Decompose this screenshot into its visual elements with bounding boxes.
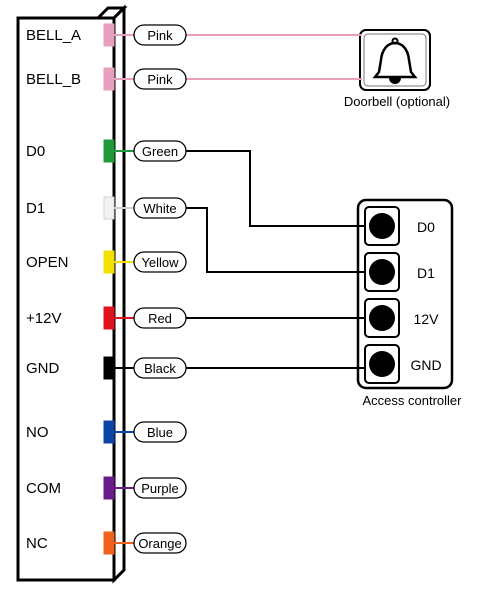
terminal-row-com: COM Purple [26,476,187,500]
wire-color-badge [133,532,187,554]
wire-color-badge [133,24,187,46]
wire-pin-yellow [103,250,115,274]
wire-color-label: Red [148,311,172,326]
terminal-row-12v: +12V Red [26,306,187,330]
wire-color-badge [133,140,187,162]
terminal-row-bell-a: BELL_A Pink [26,23,187,47]
terminal-row-no: NO Blue [26,420,187,444]
screw-icon [369,351,395,377]
wire-pin-pink [103,67,115,91]
terminal-row-open: OPEN Yellow [26,250,187,274]
wire-color-label: Orange [138,536,181,551]
controller-terminal-label: D1 [417,265,435,281]
access-controller-label: Access controller [363,393,463,408]
wire-color-badge [133,68,187,90]
wire-color-badge [133,421,187,443]
terminal-row-d1: D1 White [26,196,187,220]
doorbell-label: Doorbell (optional) [344,94,450,109]
terminal-label: OPEN [26,254,69,271]
controller-terminal-label: 12V [414,311,440,327]
doorbell-device [359,29,431,91]
controller-terminal-label: GND [410,357,441,373]
wire-color-badge [133,251,187,273]
wire-color-label: Purple [141,481,179,496]
wire-pin-white [103,196,115,220]
screw-icon [369,305,395,331]
terminal-label: NC [26,535,48,552]
wire-pin-green [103,139,115,163]
wire-color-label: White [143,201,176,216]
wire-pin-black [103,356,115,380]
screw-icon [369,213,395,239]
terminal-label: +12V [26,310,61,327]
wire-color-badge [133,307,187,329]
terminal-label: D0 [26,143,45,160]
terminal-label: D1 [26,200,45,217]
wire-pin-red [103,306,115,330]
terminal-row-bell-b: BELL_B Pink [26,67,187,91]
wire-color-label: Blue [147,425,173,440]
bell-icon [372,37,418,84]
access-controller-device [356,198,454,390]
terminal-label: GND [26,360,60,377]
wire-d1 [186,207,365,273]
wire-color-badge [133,357,187,379]
screw-icon [369,259,395,285]
terminal-label: BELL_A [26,27,81,44]
wire-pin-pink [103,23,115,47]
wire-pin-orange [103,531,115,555]
terminal-row-d0: D0 Green [26,139,187,163]
wire-color-label: Pink [147,72,173,87]
terminal-strip [16,4,128,584]
controller-terminal-d0: D0 [364,206,435,246]
terminal-row-gnd: GND Black [26,356,187,380]
terminal-row-nc: NC Orange [26,531,187,555]
terminal-label: NO [26,424,49,441]
controller-terminal-label: D0 [417,219,435,235]
terminal-label: BELL_B [26,71,81,88]
wire-color-label: Pink [147,28,173,43]
controller-terminal-12v: 12V [364,298,440,338]
terminal-label: COM [26,480,61,497]
wire-color-badge [133,477,187,499]
controller-terminal-gnd: GND [364,344,442,384]
wire-color-label: Green [142,144,178,159]
wire-pin-purple [103,476,115,500]
wire-pin-blue [103,420,115,444]
wire-color-badge [133,197,187,219]
wire-color-label: Yellow [141,255,179,270]
wire-d0 [186,150,365,227]
wire-color-label: Black [144,361,176,376]
controller-terminal-d1: D1 [364,252,435,292]
